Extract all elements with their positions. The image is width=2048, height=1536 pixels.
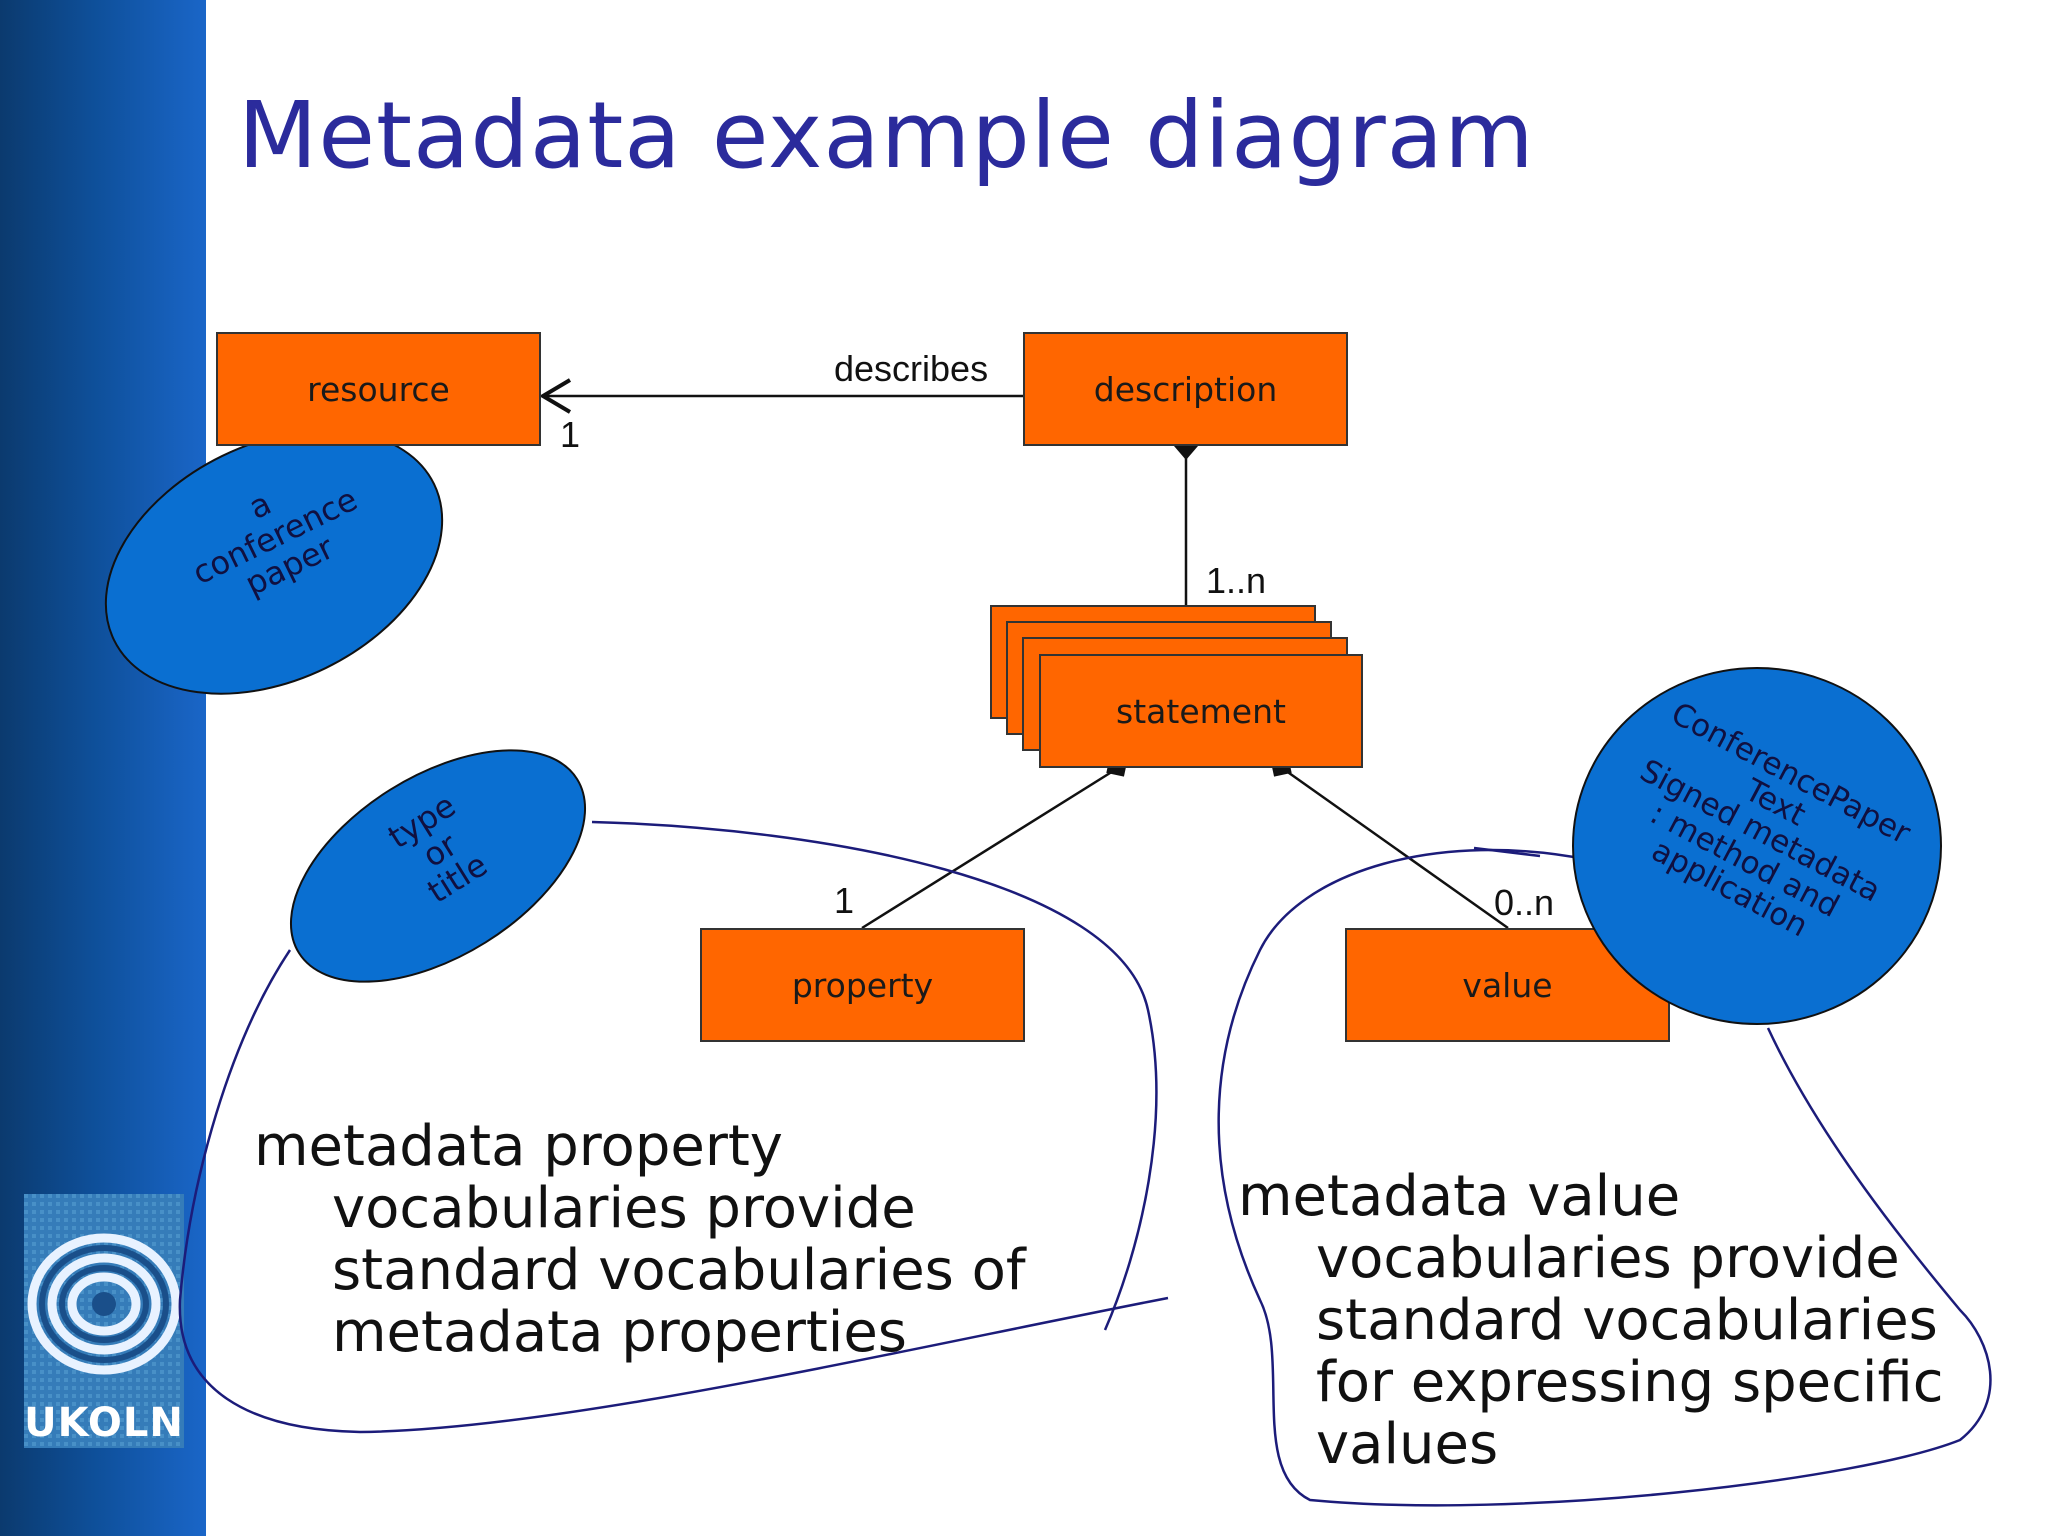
property-connector — [861, 766, 1119, 930]
value-vocabulary-note: metadata value vocabularies provide stan… — [1238, 1166, 1978, 1476]
ukoln-logo-icon — [24, 1194, 184, 1448]
description-label: description — [1093, 369, 1278, 409]
logo-text: UKOLN — [24, 1400, 184, 1446]
describes-label: describes — [834, 348, 989, 389]
resource-box: resource — [216, 332, 541, 446]
statement-box: statement — [1039, 654, 1363, 768]
property-example-ellipse — [289, 749, 587, 983]
value-note-first-line: metadata value — [1238, 1164, 1681, 1229]
value-annotation-stroke — [1473, 846, 1541, 858]
value-connector — [1281, 766, 1509, 930]
property-label: property — [791, 965, 934, 1005]
resource-multiplicity: 1 — [560, 414, 581, 455]
property-annotation-stroke — [591, 820, 1158, 1331]
resource-example-ellipse — [104, 429, 444, 695]
composition-diamond-icon — [1174, 446, 1198, 460]
property-note-first-line: metadata property — [254, 1114, 783, 1179]
slide-title: Metadata example diagram — [238, 82, 1535, 189]
value-note-rest: vocabularies provide standard vocabulari… — [1316, 1226, 1944, 1477]
value-label: value — [1462, 965, 1553, 1005]
value-multiplicity: 0..n — [1494, 882, 1555, 923]
value-example-ellipse — [1572, 667, 1942, 1025]
statement-label: statement — [1116, 691, 1286, 731]
open-arrowhead-icon — [539, 378, 572, 414]
property-vocabulary-note: metadata property vocabularies provide s… — [254, 1116, 1074, 1364]
description-box: description — [1023, 332, 1348, 446]
statement-multiplicity: 1..n — [1206, 560, 1267, 601]
property-multiplicity: 1 — [834, 880, 855, 921]
value-annotation-stroke — [1217, 848, 1992, 1507]
resource-label: resource — [307, 369, 450, 409]
property-box: property — [700, 928, 1025, 1042]
property-annotation-stroke — [178, 949, 1169, 1434]
property-note-rest: vocabularies provide standard vocabulari… — [332, 1176, 1026, 1365]
